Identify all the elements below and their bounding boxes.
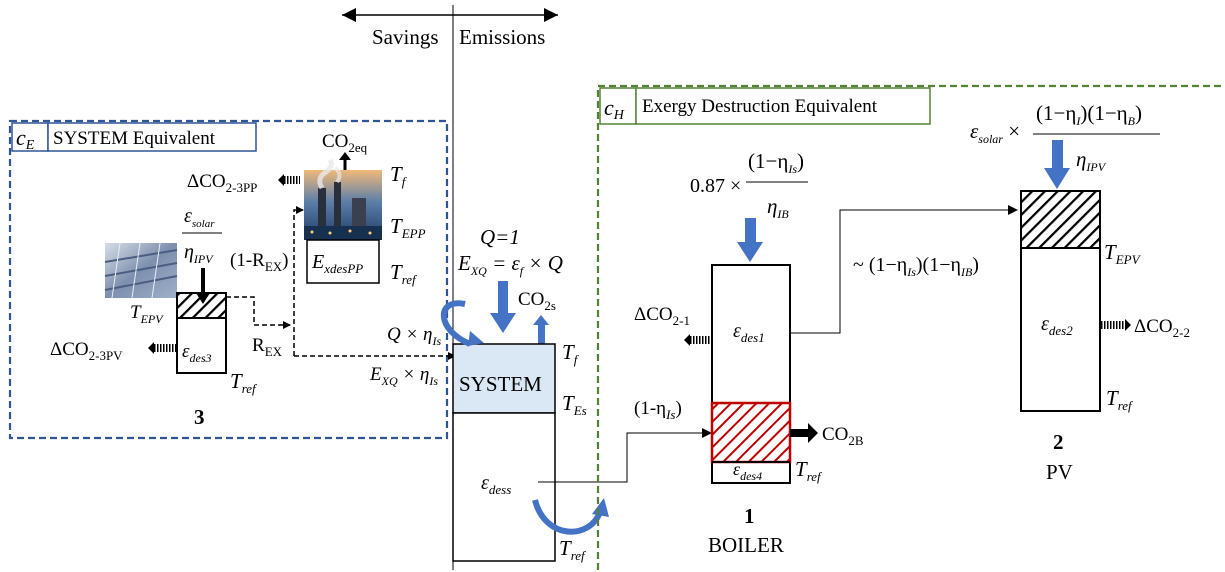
co2eq-arrowhead-icon [339, 152, 351, 160]
exit-curved-arrowhead-icon [592, 498, 609, 517]
eps-des2-label: εdes2 [1041, 313, 1073, 338]
delta-co2-3pp-arrow [278, 174, 300, 186]
ch-tag: cH [604, 95, 625, 123]
boiler-numerator: (1−ηIs) [748, 149, 804, 176]
system-input-arrow [498, 281, 508, 315]
left-panel-dashed-border [8, 119, 449, 440]
co2s-arrowhead-icon [533, 315, 549, 325]
eta-ipv-denominator: ηIPV [184, 241, 214, 266]
boiler-number: 1 [744, 504, 755, 528]
system-block: Q=1 EXQ = εf × Q CO2s SYSTEM Tf TEs εdes… [369, 225, 712, 563]
q-eta-curved-arrow [440, 300, 472, 347]
boiler-factor: 0.87 × [690, 175, 741, 197]
t-ref-2-label: Tref [1106, 386, 1134, 413]
t-ref-pp-label: Tref [390, 260, 418, 287]
right-panel-title: Exergy Destruction Equivalent [642, 96, 878, 117]
one-minus-eta-is-label: (1-ηIs) [634, 398, 682, 422]
q-eta-label: Q × ηIs [387, 324, 441, 348]
system-label: SYSTEM [459, 372, 542, 396]
t-epv-right-label: TEPV [1104, 240, 1142, 267]
power-plant-image [304, 158, 382, 240]
co2b-label: CO2B [822, 424, 864, 448]
system-box [452, 343, 556, 414]
eps-solar-numerator: εsolar [184, 205, 215, 230]
solar-panel-image [104, 242, 178, 299]
exdespp-box [306, 239, 380, 284]
pv-numerator: (1−ηI)(1−ηB) [1036, 101, 1142, 128]
right-panel: cH Exergy Destruction Equivalent 0.87 × … [596, 84, 1222, 570]
emissions-label: Emissions [459, 25, 545, 49]
one-minus-rex-label: (1-REX) [230, 250, 289, 274]
system-input-arrowhead-icon [490, 313, 516, 333]
exit-curved-arrow [532, 499, 603, 535]
co2eq-label: CO2eq [322, 131, 368, 155]
left-panel-title-box [47, 122, 257, 152]
t-epv-left-label: TEPV [130, 302, 164, 326]
eps-dess-label: εdess [481, 472, 511, 497]
t-es-label: TEs [562, 391, 587, 418]
pv-number: 2 [1053, 430, 1064, 454]
dess-to-boiler-line [538, 428, 712, 483]
t-ref-1-label: Tref [795, 457, 823, 484]
pv-hatched-section [1020, 190, 1101, 249]
pv-factor: εsolar × [970, 119, 1020, 146]
solar-input-arrowhead-icon [196, 293, 210, 304]
savings-label: Savings [372, 25, 439, 49]
delta-co2-22-label: ΔCO2-2 [1134, 316, 1190, 340]
co2s-arrow [538, 323, 545, 344]
exdespp-label: ExdesPP [311, 251, 363, 276]
header: Savings Emissions [342, 5, 558, 570]
t-ref-3-label: Tref [230, 369, 258, 396]
r-ex-label: REX [252, 335, 283, 359]
right-panel-title-box [635, 87, 931, 125]
transfer-formula: ~ (1−ηIs)(1−ηIB) [853, 254, 979, 279]
eps-des4-label: εdes4 [733, 459, 762, 483]
boiler-name: BOILER [708, 533, 784, 557]
t-f-label-pp: Tf [390, 162, 408, 189]
q-equals-one: Q=1 [480, 225, 520, 249]
t-ref-system-label: Tref [559, 536, 587, 563]
delta-co2-21-label: ΔCO2-1 [634, 304, 690, 328]
boiler-hatched-section [710, 401, 792, 464]
pv-input-arrow [1052, 140, 1063, 170]
left-arrowhead-icon [342, 8, 356, 22]
t-epp-label: TEPP [390, 214, 426, 241]
boiler-input-arrow [745, 218, 756, 244]
exq-equation: EXQ = εf × Q [457, 251, 563, 278]
left-panel-title: SYSTEM Equivalent [53, 128, 216, 149]
delta-co2-3pv-label: ΔCO2-3PV [50, 339, 123, 363]
exq-eta-label: EXQ × ηIs [369, 364, 438, 388]
left-panel: cE SYSTEM Equivalent CO2eq ΔCO2-3PP Tf T… [8, 119, 456, 440]
eps-des1-label: εdes1 [733, 320, 765, 345]
right-arrowhead-icon [544, 8, 558, 22]
eta-ipv-label: ηIPV [1076, 147, 1107, 174]
right-panel-dashed-border [596, 84, 1222, 570]
one-minus-rex-dashed-arrow [293, 206, 304, 356]
r-ex-dashed-arrow [226, 296, 291, 329]
t-f-system-label: Tf [562, 340, 580, 367]
boiler-input-arrowhead-icon [737, 242, 763, 262]
pv-name: PV [1046, 460, 1073, 484]
co2b-arrowhead-icon [808, 423, 818, 443]
boiler-to-pv-line [790, 205, 1018, 334]
delta-co2-22-arrow [1101, 319, 1131, 331]
ch-tag-box [599, 87, 637, 125]
box-3-number: 3 [194, 405, 205, 429]
eps-des3-label: εdes3 [182, 341, 212, 365]
ce-tag: cE [16, 125, 35, 153]
co2b-arrow [790, 429, 810, 437]
delta-co2-21-arrow [684, 334, 711, 346]
delta-co2-3pv-arrow [148, 342, 176, 354]
boiler-denominator: ηIB [767, 194, 789, 221]
system-destruction-box [452, 412, 556, 562]
delta-co2-3pp-label: ΔCO2-3PP [187, 171, 257, 195]
q-eta-curved-arrowhead-icon [468, 331, 484, 346]
co2s-label: CO2s [518, 289, 556, 313]
pv-input-arrowhead-icon [1044, 168, 1070, 189]
